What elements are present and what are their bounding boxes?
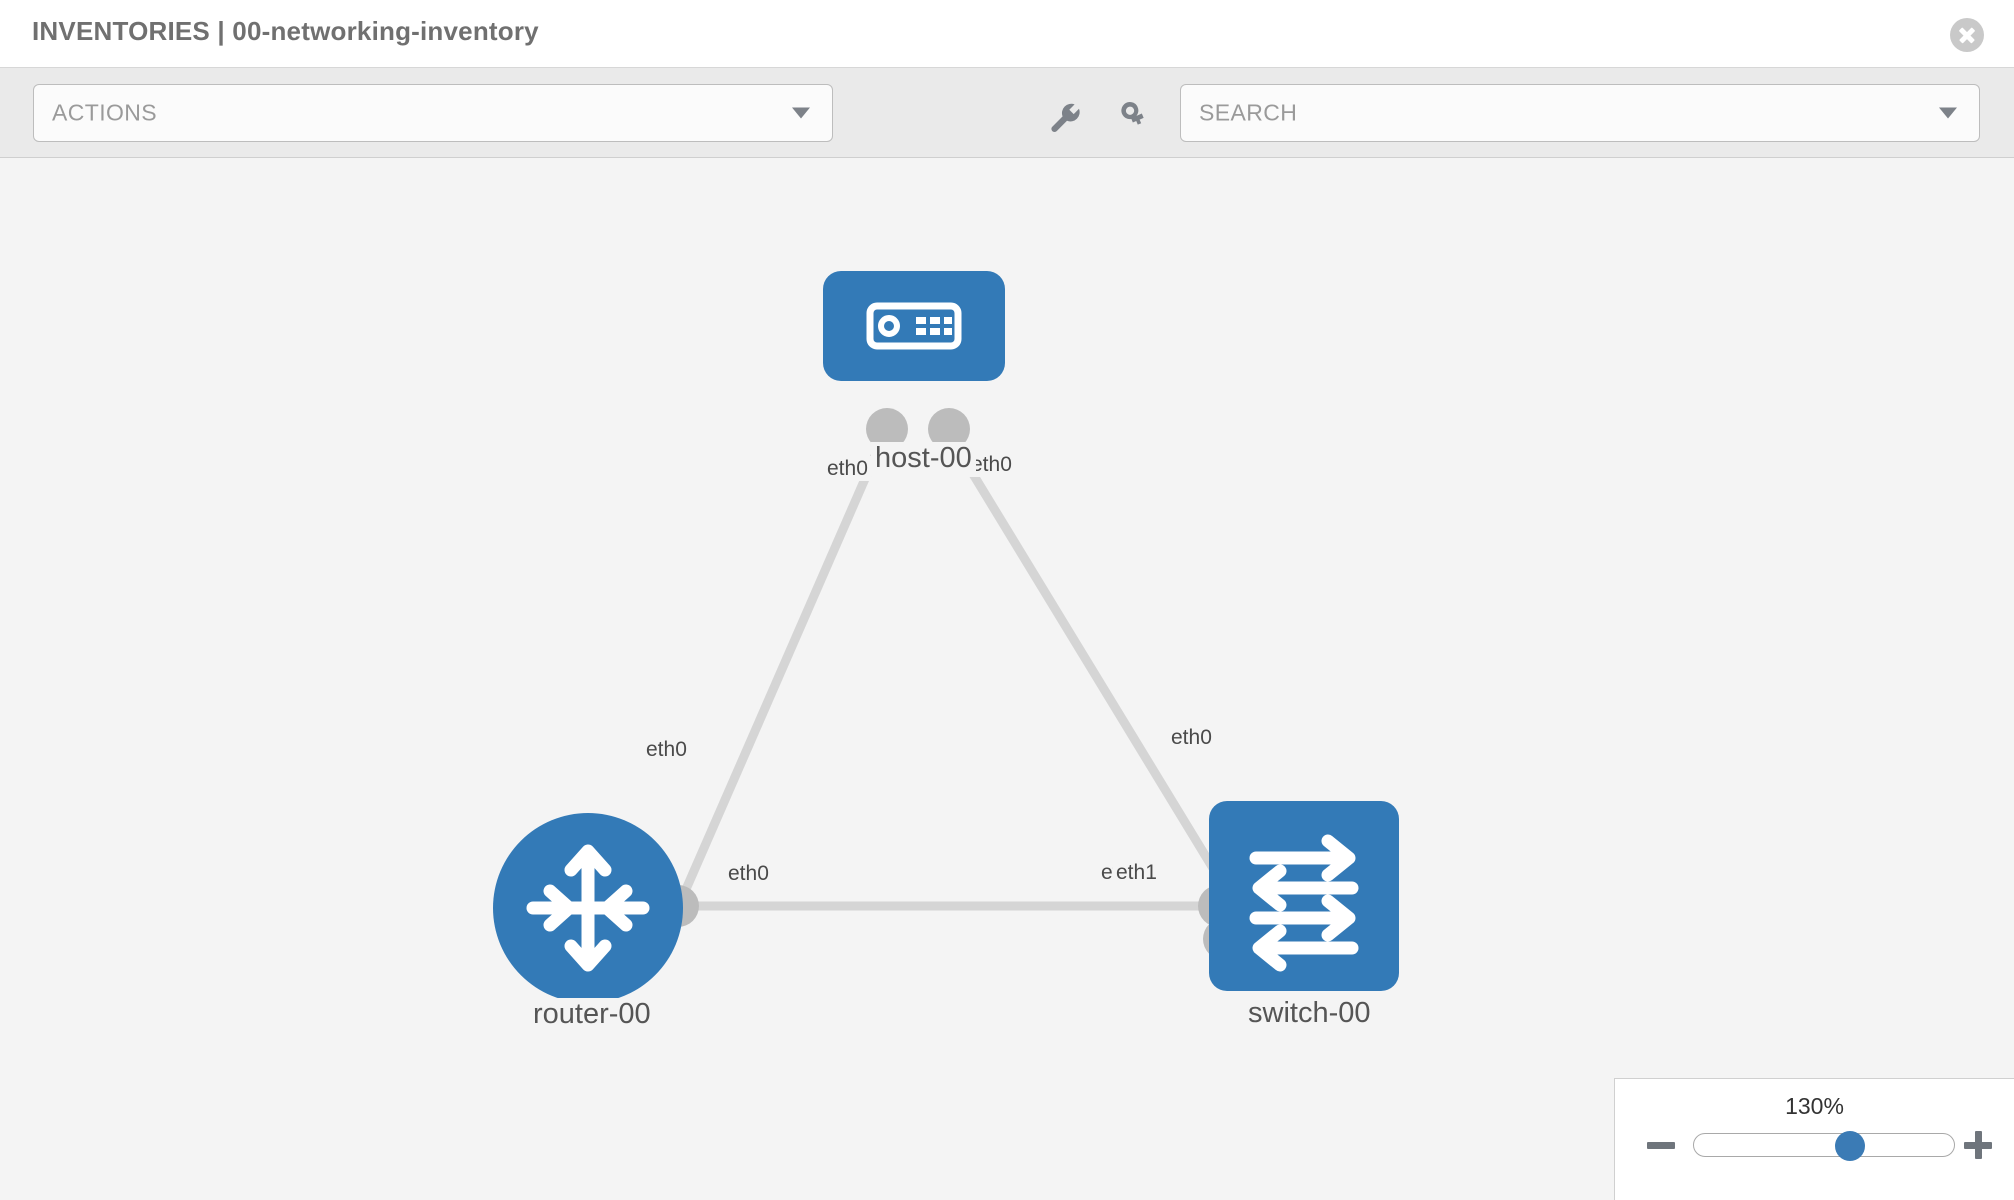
- zoom-control-panel: 130%: [1614, 1078, 2014, 1200]
- wrench-icon[interactable]: [1046, 98, 1084, 136]
- key-icon[interactable]: [1114, 98, 1152, 136]
- page-header: INVENTORIES | 00-networking-inventory: [0, 0, 2014, 68]
- zoom-slider-thumb[interactable]: [1835, 1131, 1866, 1161]
- node-label-switch-00: switch-00: [1244, 997, 1375, 1031]
- edge-label: eth1: [1113, 860, 1160, 886]
- node-label-router-00: router-00: [529, 998, 655, 1032]
- topology-canvas[interactable]: eth0 eth0 eth0 eth0 eth0 eth0 eth1 host-…: [0, 158, 2014, 1200]
- zoom-slider-track[interactable]: [1693, 1133, 1955, 1157]
- chevron-down-icon: [792, 107, 810, 119]
- topology-edges: [675, 430, 1230, 911]
- zoom-percent-label: 130%: [1785, 1093, 1844, 1119]
- toolbar: ACTIONS SEARCH: [0, 68, 2014, 158]
- zoom-in-button[interactable]: [1964, 1131, 1992, 1159]
- edge-host00-switch00: [944, 430, 1229, 891]
- close-icon[interactable]: [1950, 18, 1984, 52]
- zoom-out-button[interactable]: [1647, 1131, 1675, 1159]
- node-switch-00[interactable]: [1209, 801, 1399, 991]
- actions-dropdown-label: ACTIONS: [52, 99, 158, 126]
- edge-label: eth0: [824, 456, 871, 482]
- edge-label: eth0: [1168, 725, 1215, 751]
- edge-label: eth0: [643, 737, 690, 763]
- chevron-down-icon: [1939, 107, 1957, 119]
- actions-dropdown[interactable]: ACTIONS: [33, 84, 833, 142]
- edge-label: eth0: [968, 452, 1015, 478]
- node-label-host-00: host-00: [871, 442, 976, 476]
- search-input[interactable]: SEARCH: [1180, 84, 1980, 142]
- node-router-00[interactable]: [493, 813, 683, 1003]
- breadcrumb: INVENTORIES | 00-networking-inventory: [32, 16, 539, 46]
- search-placeholder: SEARCH: [1199, 99, 1298, 126]
- edge-host00-router00: [675, 431, 890, 905]
- node-host-00[interactable]: [823, 271, 1005, 381]
- edge-label: eth0: [725, 861, 772, 887]
